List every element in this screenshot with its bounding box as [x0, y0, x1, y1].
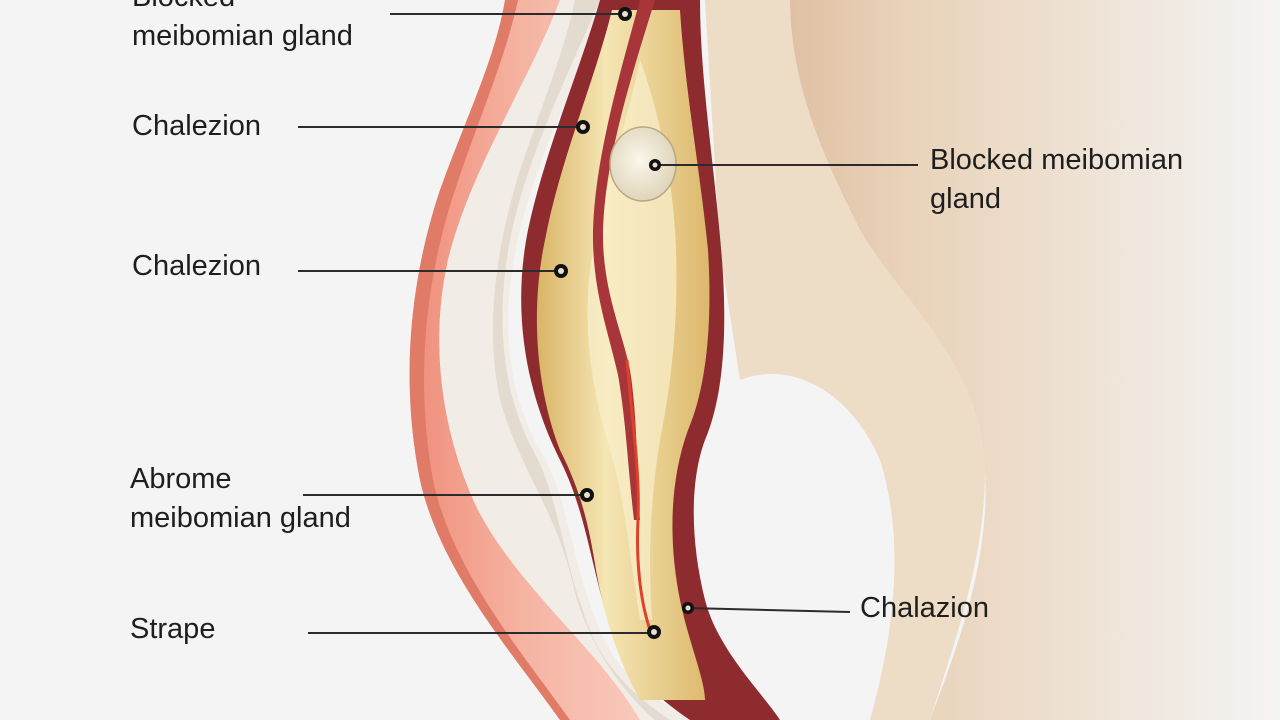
outer-skin-layer — [409, 0, 640, 720]
label-line: meibomian gland — [132, 20, 353, 52]
label-line: meibomian gland — [130, 502, 351, 534]
connective-tissue-layer — [439, 0, 690, 720]
marker-dot-chalazion-middle — [554, 264, 568, 278]
marker-dot-cyst — [649, 159, 661, 171]
internal-fold — [592, 0, 655, 520]
marker-dot-top — [618, 7, 632, 21]
label-blocked-meibomian-gland-top: Blocked meibomian gland — [132, 0, 353, 56]
label-chalazion-lower-right: Chalazion — [860, 592, 989, 624]
label-line: gland — [930, 183, 1001, 215]
label-blocked-meibomian-gland-right: Blocked meibomian gland — [930, 141, 1183, 219]
skin-tissue-right — [700, 0, 1280, 720]
outer-skin-edge — [409, 0, 570, 720]
label-chalazion-upper: Chalezion — [132, 110, 261, 142]
label-line: Blocked — [132, 0, 353, 17]
skin-tissue-inner — [705, 0, 985, 720]
marker-dot-abrome — [580, 488, 594, 502]
gland-duct — [625, 359, 652, 631]
label-strape: Strape — [130, 613, 216, 645]
label-line: Blocked meibomian — [930, 144, 1184, 176]
leader-chalazion-lower-right — [687, 607, 851, 613]
gland-highlight — [587, 60, 677, 620]
marker-dot-chalazion-upper — [576, 120, 590, 134]
label-chalazion-middle: Chalezion — [132, 250, 261, 282]
marker-dot-lower-right — [682, 602, 694, 614]
marker-dot-strape — [647, 625, 661, 639]
label-line: Abrome — [130, 463, 232, 495]
label-abrome-meibomian-gland: Abrome meibomian gland — [130, 460, 351, 538]
